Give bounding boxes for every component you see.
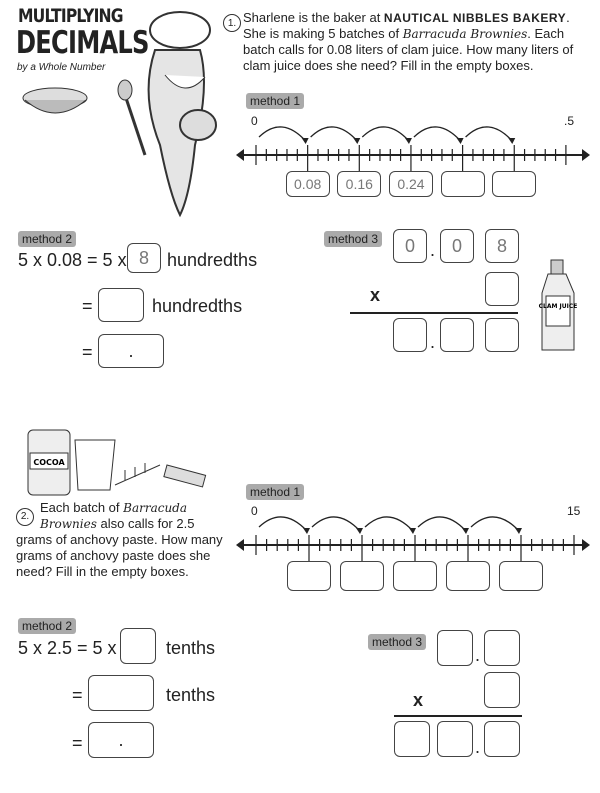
shark-chef-illustration <box>117 11 217 218</box>
p1-m3-answer-dot: . <box>430 332 436 352</box>
ingredients-illustration: COCOA <box>27 429 207 496</box>
p2-m2-eq2: = <box>72 733 83 753</box>
p1-m2-unit: hundredths <box>167 250 258 270</box>
number-line-answer-box[interactable] <box>499 561 543 591</box>
number-line-answer-box: 0.24 <box>388 171 433 197</box>
p2-m3-rule <box>394 715 522 717</box>
arrowhead-icon <box>356 528 363 534</box>
p2-m2-unit2: tenths <box>166 685 216 705</box>
p1-m3-rule <box>350 312 518 314</box>
jump-arrow <box>417 516 467 532</box>
p2-m3-answer-box[interactable] <box>394 721 430 757</box>
p2-m3-answer-box[interactable] <box>437 721 473 757</box>
title-line2: DECIMALS <box>16 25 149 61</box>
p2-m3-answer-box[interactable] <box>484 721 520 757</box>
p2-method2-label: method 2 <box>18 618 77 634</box>
right-arrow-icon <box>582 149 590 161</box>
arrowhead-icon <box>515 528 522 534</box>
p1-m2-given-box: 8 <box>127 243 161 273</box>
subtitle: by a Whole Number <box>17 62 106 73</box>
p1-m3-answer-box[interactable] <box>393 318 427 352</box>
p2-method3-label: method 3 <box>368 634 427 650</box>
p1-m3-digit: 0 <box>440 229 474 263</box>
p2-number-line <box>236 516 590 561</box>
p2-m3-answer-dot: . <box>475 737 481 757</box>
arrowhead-icon <box>409 528 416 534</box>
p2-numberline-end: 15 <box>567 504 581 518</box>
p2-m2-equation: 5 x 2.5 = 5 x <box>18 638 117 658</box>
jump-arrow <box>364 516 414 532</box>
left-arrow-icon <box>236 539 244 551</box>
problem-2-number-wrap: 2. <box>16 500 40 532</box>
jump-arrow <box>258 516 308 532</box>
p1-m3-digit: 0 <box>393 229 427 263</box>
arrowhead-icon <box>301 138 309 144</box>
p1-numberline-start: 0 <box>251 114 258 128</box>
p1-m2-unit2: hundredths <box>152 296 243 316</box>
jump-arrow <box>361 126 410 142</box>
problem-2-number: 2. <box>16 508 34 526</box>
problem-1-number: 1. <box>223 14 241 32</box>
p1-m2-decimal-box[interactable]: . <box>98 334 164 368</box>
p2-m2-box[interactable] <box>120 628 156 664</box>
number-line-answer-box[interactable] <box>393 561 437 591</box>
p1-method1-label: method 1 <box>246 93 305 109</box>
p1-method2-label: method 2 <box>18 231 77 247</box>
number-line-answer-box[interactable] <box>340 561 384 591</box>
number-line-answer-box[interactable] <box>492 171 537 197</box>
p2-m2-answer-box[interactable] <box>88 675 154 711</box>
p1-m3-dot: . <box>430 240 436 260</box>
p1-number-line <box>236 126 590 171</box>
p1-m2-equation: 5 x 0.08 = 5 x <box>18 250 127 270</box>
arrowhead-icon <box>508 138 516 144</box>
p2-numberline-start: 0 <box>251 504 258 518</box>
jump-arrow <box>470 516 520 532</box>
arrowhead-icon <box>456 138 464 144</box>
jump-arrow <box>258 126 307 142</box>
number-line-answer-box: 0.16 <box>337 171 382 197</box>
cocoa-label: COCOA <box>33 458 65 467</box>
arrowhead-icon <box>303 528 310 534</box>
p2-m3-dot: . <box>475 645 481 665</box>
title-line1: MULTIPLYING <box>18 5 124 27</box>
right-arrow-icon <box>582 539 590 551</box>
p2-m2-decimal-box[interactable]: . <box>88 722 154 758</box>
number-line-answer-box[interactable] <box>287 561 331 591</box>
jump-arrow <box>311 516 361 532</box>
p2-m3-times: x <box>413 690 424 710</box>
p2-m3-multiplier-box[interactable] <box>484 672 520 708</box>
bottle-label: CLAM JUICE <box>539 303 578 310</box>
p1-m2-eq2: = <box>82 342 93 362</box>
problem-2-text: 2.Each batch of Barracuda Brownies also … <box>16 500 223 579</box>
p1-m3-multiplier-box[interactable] <box>485 272 519 306</box>
pie-dish-icon <box>22 87 88 114</box>
p1-m3-answer-box[interactable] <box>440 318 474 352</box>
p2-m3-top-box[interactable] <box>484 630 520 666</box>
arrowhead-icon <box>404 138 412 144</box>
arrowhead-icon <box>462 528 469 534</box>
number-line-answer-box[interactable] <box>446 561 490 591</box>
number-line-answer-box[interactable] <box>440 171 485 197</box>
clam-juice-bottle-icon: CLAM JUICE <box>539 259 578 351</box>
p2-m2-unit: tenths <box>166 638 216 658</box>
number-line-answer-box: 0.08 <box>285 171 330 197</box>
jump-arrow <box>310 126 358 142</box>
p1-m3-answer-box[interactable] <box>485 318 519 352</box>
left-arrow-icon <box>236 149 244 161</box>
p1-m3-times: x <box>370 285 381 305</box>
p1-method3-label: method 3 <box>324 231 383 247</box>
problem-1-text: Sharlene is the baker at NAUTICAL NIBBLE… <box>243 10 574 73</box>
p1-m3-digit: 8 <box>485 229 519 263</box>
p1-numberline-end: .5 <box>564 114 575 128</box>
p2-m2-eq: = <box>72 685 83 705</box>
p2-m3-top-box[interactable] <box>437 630 473 666</box>
arrowhead-icon <box>353 138 361 144</box>
p2-method1-label: method 1 <box>246 484 305 500</box>
p1-m2-eq: = <box>82 296 93 316</box>
jump-arrow <box>465 126 513 142</box>
jump-arrow <box>413 126 462 142</box>
p1-m2-answer-box[interactable] <box>98 288 144 322</box>
